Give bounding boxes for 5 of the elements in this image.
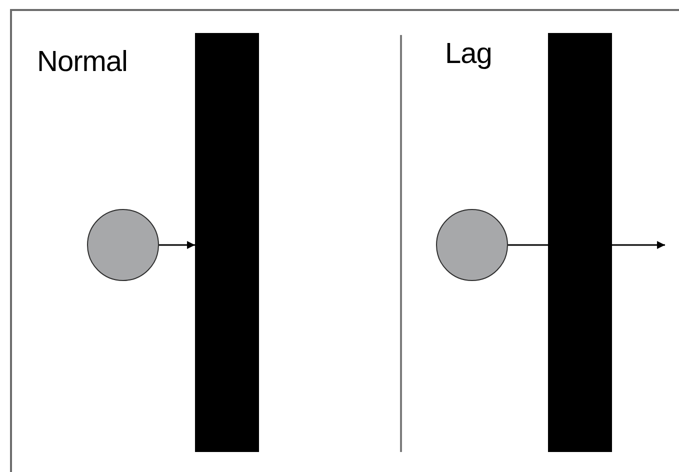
panel-title: Normal: [37, 48, 128, 77]
vertical-bar: [548, 33, 612, 452]
arrow: [159, 241, 195, 249]
vertical-bar: [195, 33, 259, 452]
panel-title: Lag: [445, 40, 492, 69]
